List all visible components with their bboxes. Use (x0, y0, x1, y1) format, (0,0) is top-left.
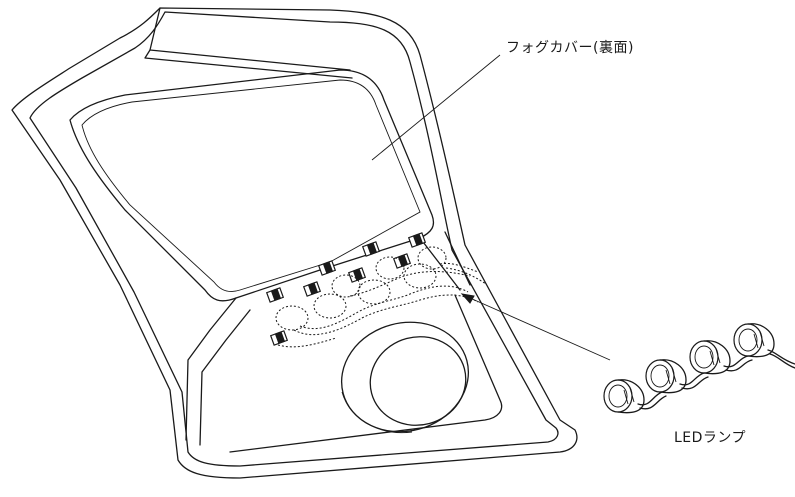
loose-led-lamps (603, 323, 795, 414)
led-lamp-label: LEDランプ (674, 430, 747, 446)
led-lamp-leader-arrow (460, 293, 611, 361)
fog-cover-label: フォグカバー(裏面) (506, 40, 634, 56)
fog-lamp-opening (340, 321, 470, 434)
mounted-led-lamps (265, 232, 487, 348)
fog-cover-shell (11, 7, 578, 479)
fog-cover-leader-line (371, 54, 501, 161)
